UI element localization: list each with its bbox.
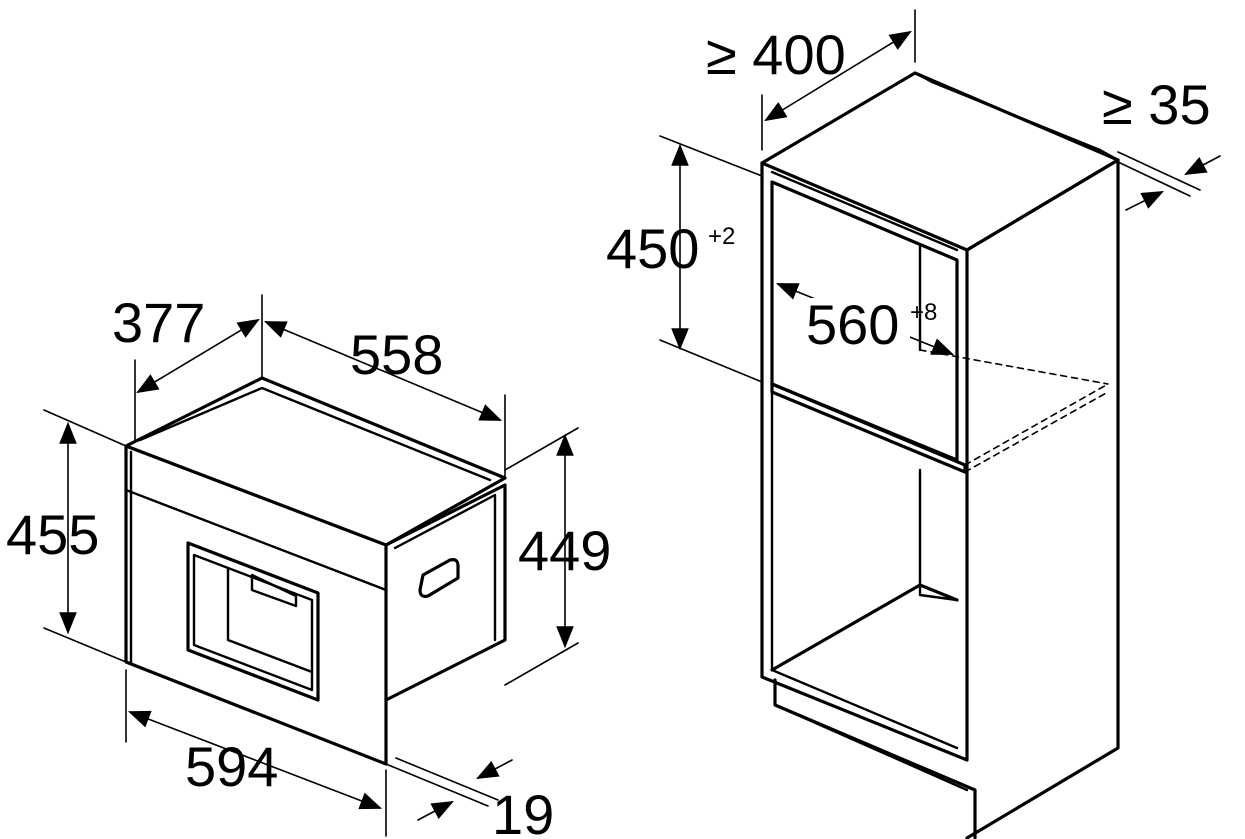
niche-gap-label: ≥ 35 [1102,73,1211,136]
niche-height-label: 450 [606,217,699,280]
cabinet-top [760,71,1120,252]
niche-depth-label: ≥ 400 [706,23,846,86]
niche-height-tolerance: +2 [708,223,735,250]
appliance-body-height-label: 449 [518,519,611,582]
appliance-depth-label: 377 [112,291,205,354]
side-grip-icon [418,558,460,598]
niche-width-label: 560 [806,293,899,356]
cabinet-plinth [773,678,977,839]
cabinet-side [965,158,1120,839]
niche-shelf [770,382,967,474]
appliance-drawing: 377 558 455 449 594 19 [6,291,611,839]
front-depth-label: 19 [492,783,554,839]
front-width-label: 594 [185,735,278,798]
cabinet-front-frame [760,161,969,762]
appliance-width-label: 558 [350,323,443,386]
appliance-top [124,376,507,547]
appliance-front-panel [124,444,388,766]
cabinet-drawing: ≥ 400 ≥ 35 450 +2 560 +8 [606,9,1221,839]
appliance-side [384,483,507,702]
appliance-height-label: 455 [6,503,99,566]
coffee-outlet-recess [186,541,320,702]
niche-width-tolerance: +8 [910,299,937,326]
